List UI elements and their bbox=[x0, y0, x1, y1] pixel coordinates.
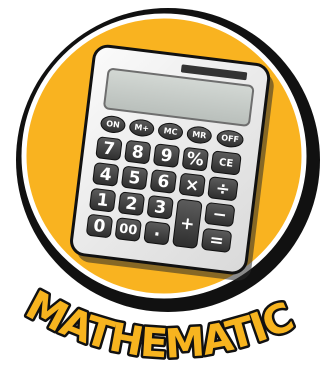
key-2[interactable]: 2 bbox=[118, 191, 145, 216]
key-divide-label: ÷ bbox=[215, 178, 232, 200]
key-divide[interactable]: ÷ bbox=[207, 176, 239, 201]
key-decimal[interactable]: . bbox=[143, 219, 171, 245]
key-row-3: 1 2 3 − bbox=[89, 188, 235, 227]
calculator-illustration: ON M+ MC MR OFF 7 bbox=[70, 44, 274, 281]
key-percent[interactable]: % bbox=[182, 147, 209, 172]
key-on-label: ON bbox=[106, 119, 120, 130]
solar-panel bbox=[180, 64, 248, 81]
key-3-label: 3 bbox=[153, 197, 167, 218]
key-ce[interactable]: CE bbox=[210, 150, 242, 176]
key-6[interactable]: 6 bbox=[150, 169, 177, 194]
key-on[interactable]: ON bbox=[100, 115, 126, 134]
key-plus-label: + bbox=[179, 213, 196, 235]
key-off[interactable]: OFF bbox=[216, 129, 244, 148]
key-8[interactable]: 8 bbox=[124, 140, 151, 164]
key-minus-label: − bbox=[211, 204, 228, 226]
key-row-4: 0 00 . = bbox=[86, 214, 232, 253]
key-1[interactable]: 1 bbox=[89, 188, 116, 213]
key-m-plus-label: M+ bbox=[134, 123, 150, 134]
key-mc[interactable]: MC bbox=[158, 122, 184, 141]
key-off-label: OFF bbox=[221, 133, 240, 144]
key-equals-label: = bbox=[208, 230, 225, 252]
key-9-label: 9 bbox=[159, 146, 173, 167]
key-row-1: 7 8 9 % CE bbox=[95, 136, 242, 176]
key-4[interactable]: 4 bbox=[92, 162, 119, 187]
key-00-label: 00 bbox=[118, 221, 138, 238]
key-decimal-label: . bbox=[153, 220, 162, 241]
key-percent-label: % bbox=[186, 149, 205, 171]
key-5-label: 5 bbox=[127, 168, 141, 189]
calculator-display bbox=[103, 68, 255, 127]
key-multiply-label: × bbox=[184, 175, 201, 197]
key-1-label: 1 bbox=[95, 190, 109, 211]
key-6-label: 6 bbox=[156, 171, 170, 192]
key-ce-label: CE bbox=[218, 157, 234, 170]
key-0-label: 0 bbox=[92, 216, 106, 237]
key-5[interactable]: 5 bbox=[121, 166, 148, 190]
key-minus[interactable]: − bbox=[204, 202, 235, 227]
key-7[interactable]: 7 bbox=[95, 136, 123, 161]
key-8-label: 8 bbox=[131, 142, 145, 163]
key-00[interactable]: 00 bbox=[115, 217, 142, 242]
key-equals[interactable]: = bbox=[201, 228, 232, 253]
key-9[interactable]: 9 bbox=[153, 143, 180, 168]
key-row-2: 4 5 6 × ÷ bbox=[92, 162, 239, 201]
key-mc-label: MC bbox=[163, 126, 178, 137]
key-mr-label: MR bbox=[192, 130, 207, 141]
key-plus[interactable]: + bbox=[172, 198, 203, 249]
key-0[interactable]: 0 bbox=[86, 214, 113, 238]
key-4-label: 4 bbox=[99, 164, 113, 185]
key-3[interactable]: 3 bbox=[147, 195, 174, 220]
key-2-label: 2 bbox=[124, 194, 138, 215]
key-multiply[interactable]: × bbox=[179, 173, 206, 197]
key-7-label: 7 bbox=[102, 138, 116, 159]
key-mr[interactable]: MR bbox=[186, 126, 212, 145]
key-m-plus[interactable]: M+ bbox=[129, 119, 155, 138]
function-keys: ON M+ MC MR OFF bbox=[100, 115, 244, 148]
